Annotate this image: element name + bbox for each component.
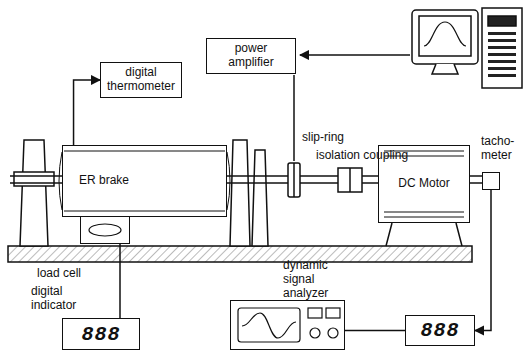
box-label: DC Motor	[398, 177, 449, 191]
base-plate	[8, 246, 472, 262]
display-digits: 888	[420, 319, 459, 342]
instrument-box: digital thermometer	[100, 62, 182, 98]
display-digits: 888	[81, 323, 120, 346]
signal-line	[345, 330, 405, 332]
tachometer: tacho- meter	[482, 172, 500, 190]
load-cell-body	[89, 224, 121, 236]
er-brake: ER brake	[62, 145, 227, 217]
slip-ring-disc	[288, 163, 300, 197]
motor-fins	[384, 151, 464, 246]
device-label: load cell	[37, 267, 107, 281]
box-label: digital thermometer	[106, 66, 176, 94]
signal-analyzer: dynamic signal analyzer	[230, 300, 345, 350]
left-pedestal	[14, 140, 54, 246]
analyzer-panel	[238, 308, 340, 342]
box-label: ER brake	[79, 174, 129, 188]
part-label: slip-ring	[302, 131, 344, 145]
device-label: tacho- meter	[481, 135, 525, 163]
signal-line	[119, 244, 121, 318]
signal-line	[74, 80, 100, 145]
instrument-box: power amplifier	[206, 38, 296, 74]
device-label: digital indicator	[31, 285, 101, 313]
signal-wire	[293, 75, 295, 161]
computer	[412, 8, 522, 88]
box-label: power amplifier	[216, 42, 286, 70]
signal-line	[475, 190, 491, 331]
bearing-block	[230, 140, 268, 246]
device-label: dynamic signal analyzer	[283, 259, 349, 300]
tacho-readout: 888	[405, 315, 475, 346]
digital-indicator: digital indicator888	[62, 318, 140, 350]
load-cell: load cell	[80, 216, 130, 244]
part-label: isolation coupling	[316, 149, 408, 163]
coupling	[338, 168, 362, 192]
brake-cylinder	[59, 151, 230, 211]
control-arrow	[300, 54, 410, 56]
